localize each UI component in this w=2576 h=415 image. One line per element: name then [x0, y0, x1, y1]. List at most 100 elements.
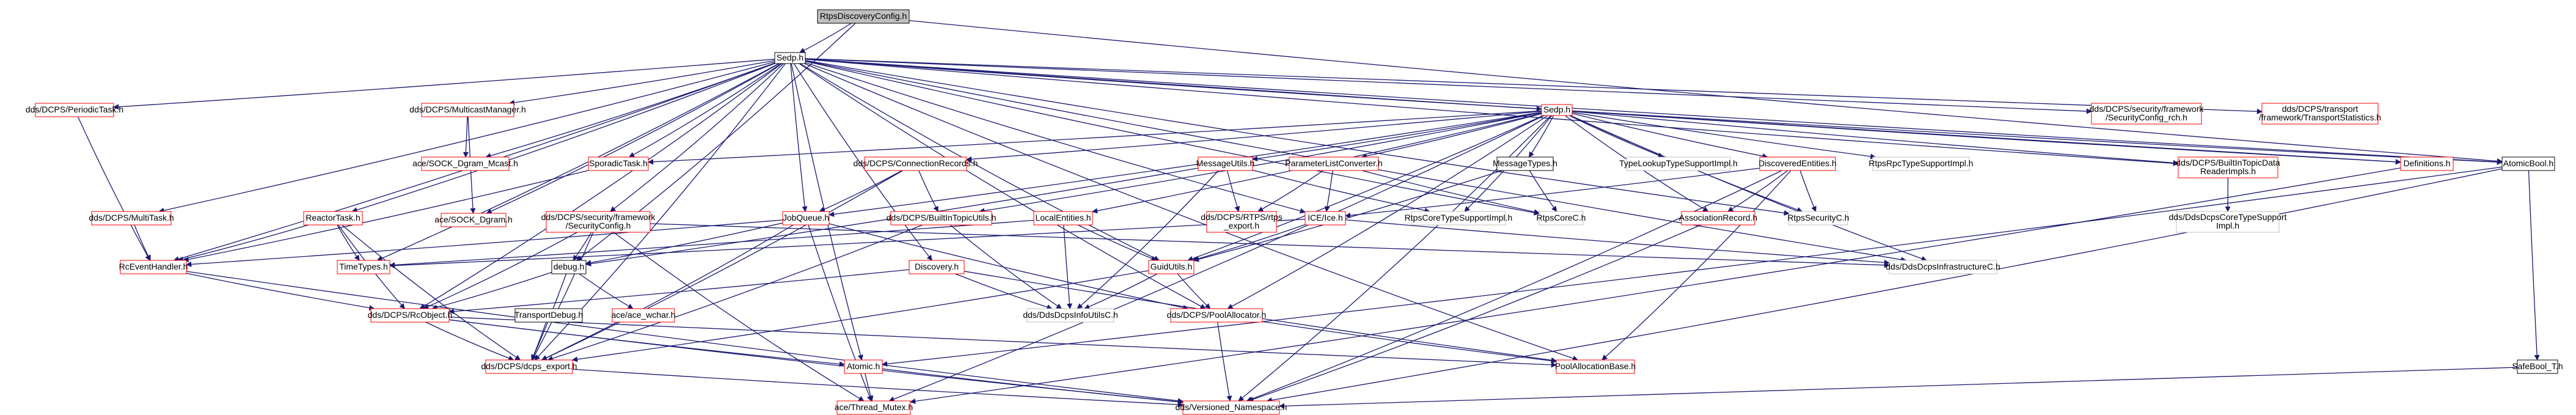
node-box: [836, 400, 911, 415]
include-edge: [1572, 110, 2503, 165]
header-node-secconfigrch[interactable]: dds/DCPS/security/framework/SecurityConf…: [2090, 103, 2205, 125]
header-node-atomic[interactable]: Atomic.h: [844, 359, 883, 374]
include-edge: [1227, 115, 1548, 309]
include-edge: [1077, 170, 1219, 309]
node-box: [844, 359, 883, 374]
header-node-ddsdcpsinfoutilsc[interactable]: dds/DdsDcpsInfoUtilsC.h: [1023, 308, 1118, 323]
node-box: [909, 260, 965, 274]
header-node-versioned[interactable]: dds/Versioned_Namespace.h: [1176, 400, 1287, 415]
header-node-acewchar[interactable]: ace/ace_wchar.h: [611, 308, 676, 323]
header-node-definitions[interactable]: Definitions.h: [2400, 156, 2454, 171]
header-node-rtpsrpc[interactable]: RtpsRpcTypeSupportImpl.h: [1868, 156, 1974, 171]
header-node-atomicbool[interactable]: AtomicBool.h: [2501, 156, 2555, 171]
node-label: ace/SOCK_Dgram.h: [434, 215, 513, 224]
header-node-builtintopicutils[interactable]: dds/DCPS/BuiltInTopicUtils.h: [887, 211, 997, 226]
header-node-discoveredentities[interactable]: DiscoveredEntities.h: [1758, 156, 1837, 171]
node-label: RcEventHandler.h: [119, 262, 188, 271]
header-node-sedp[interactable]: Sedp.h: [774, 52, 806, 64]
header-node-rtpsexport[interactable]: dds/DCPS/RTPS/rtps_export.h: [1201, 211, 1283, 233]
node-box: [774, 52, 806, 64]
node-box: [421, 103, 514, 117]
include-edge: [1078, 224, 1157, 262]
header-node-transportdebug[interactable]: TransportDebug.h: [514, 308, 583, 323]
include-edge: [547, 224, 923, 361]
header-node-safebool[interactable]: SafeBool_T.h: [2512, 359, 2563, 374]
header-node-poolallocationbase[interactable]: PoolAllocationBase.h: [1555, 359, 1636, 374]
header-node-ddsdcpsinfrastructurec[interactable]: dds/DdsDcpsInfrastructureC.h: [1886, 260, 2000, 274]
header-node-mcastmgr[interactable]: dds/DCPS/MulticastManager.h: [409, 103, 526, 117]
header-node-multitask[interactable]: dds/DCPS/MultiTask.h: [89, 211, 174, 226]
header-node-rtpscoretypesupportimpl[interactable]: RtpsCoreTypeSupportImpl.h: [1405, 211, 1513, 226]
node-label: dds/DCPS/transport: [2282, 104, 2358, 114]
header-node-debug[interactable]: debug.h: [551, 260, 587, 274]
node-label: ICE/Ice.h: [1308, 213, 1343, 222]
header-node-associationrecord[interactable]: AssociationRecord.h: [1679, 211, 1757, 226]
node-label: dds/DCPS/MultiTask.h: [89, 213, 174, 222]
header-node-discovery[interactable]: Discovery.h: [909, 260, 965, 274]
include-edge: [2528, 170, 2540, 361]
node-label: RtpsCoreTypeSupportImpl.h: [1405, 213, 1513, 222]
include-edge: [579, 273, 634, 309]
include-edge: [648, 110, 1542, 165]
node-box: [864, 156, 967, 171]
header-node-sedp2[interactable]: Sedp.h: [1541, 104, 1573, 116]
header-node-rtpssecurityc[interactable]: RtpsSecurityC.h: [1787, 211, 1850, 226]
include-edge: [1324, 170, 1333, 212]
header-node-messageutils[interactable]: MessageUtils.h: [1196, 156, 1255, 171]
include-edge: [376, 63, 779, 261]
node-label: dds/DCPS/MulticastManager.h: [409, 105, 526, 114]
header-node-ice[interactable]: ICE/Ice.h: [1304, 211, 1346, 226]
include-edge: [1252, 112, 1542, 162]
header-node-reactortask[interactable]: ReactorTask.h: [303, 211, 363, 226]
header-node-transportstats[interactable]: dds/DCPS/transport/framework/TransportSt…: [2259, 103, 2381, 125]
node-box: [2178, 156, 2278, 178]
header-node-rtpscorec[interactable]: RtpsCoreC.h: [1537, 211, 1586, 226]
node-label: RtpsCoreC.h: [1537, 213, 1586, 222]
header-node-threadmutex[interactable]: ace/Thread_Mutex.h: [835, 400, 913, 415]
include-edge: [572, 369, 1184, 408]
include-edge: [1063, 224, 1073, 309]
header-node-periodic[interactable]: dds/DCPS/PeriodicTask.h: [26, 103, 123, 117]
header-node-jobqueue[interactable]: JobQueue.h: [782, 211, 830, 226]
include-edge: [1570, 115, 1927, 262]
header-node-poolallocator[interactable]: dds/DCPS/PoolAllocator.h: [1167, 308, 1267, 323]
header-node-localentities[interactable]: LocalEntities.h: [1033, 211, 1093, 226]
node-box: [1539, 211, 1584, 226]
header-node-rceventhandler[interactable]: RcEventHandler.h: [119, 260, 188, 274]
header-node-sockdgram[interactable]: ace/SOCK_Dgram.h: [434, 213, 513, 227]
include-edge: [799, 63, 1206, 309]
node-label: TimeTypes.h: [339, 262, 388, 271]
header-node-messagetypes[interactable]: MessageTypes.h: [1493, 156, 1557, 171]
node-label: SporadicTask.h: [589, 158, 648, 168]
header-node-sockmcast[interactable]: ace/SOCK_Dgram_Mcast.h: [412, 156, 518, 171]
include-edge: [966, 111, 1542, 162]
include-edge: [1361, 113, 1542, 159]
include-edge: [882, 166, 2503, 367]
include-edge: [1572, 112, 1768, 159]
node-label: dds/DCPS/RTPS/rtps: [1201, 212, 1283, 222]
header-node-dcpsexport[interactable]: dds/DCPS/dcps_export.h: [481, 359, 577, 374]
node-label: ace/SOCK_Dgram_Mcast.h: [412, 158, 518, 168]
node-box: [485, 359, 573, 374]
include-edge: [183, 170, 589, 262]
node-label: _export.h: [1223, 221, 1259, 230]
include-edge: [979, 112, 1542, 214]
header-node-timetypes[interactable]: TimeTypes.h: [337, 260, 390, 274]
header-node-secconfig[interactable]: dds/DCPS/security/framework/SecurityConf…: [541, 211, 656, 233]
include-edge: [1248, 224, 1701, 402]
node-box: [551, 260, 587, 274]
node-box: [817, 9, 910, 24]
header-node-sporadic[interactable]: SporadicTask.h: [588, 156, 649, 171]
node-box: [1556, 359, 1635, 374]
node-label: ReaderImpls.h: [2200, 166, 2256, 176]
header-node-guidutils[interactable]: GuidUtils.h: [1148, 260, 1195, 274]
header-node-paramlist[interactable]: ParameterListConverter.h: [1285, 156, 1383, 171]
node-box: [1759, 156, 1836, 171]
include-edge: [808, 224, 873, 402]
header-node-connrecords[interactable]: dds/DCPS/ConnectionRecords.h: [854, 156, 978, 171]
header-node-rcobject[interactable]: dds/DCPS/RcObject.h: [368, 308, 453, 323]
header-node-typelookup[interactable]: TypeLookupTypeSupportImpl.h: [1619, 156, 1738, 171]
include-edge: [1084, 273, 1158, 309]
